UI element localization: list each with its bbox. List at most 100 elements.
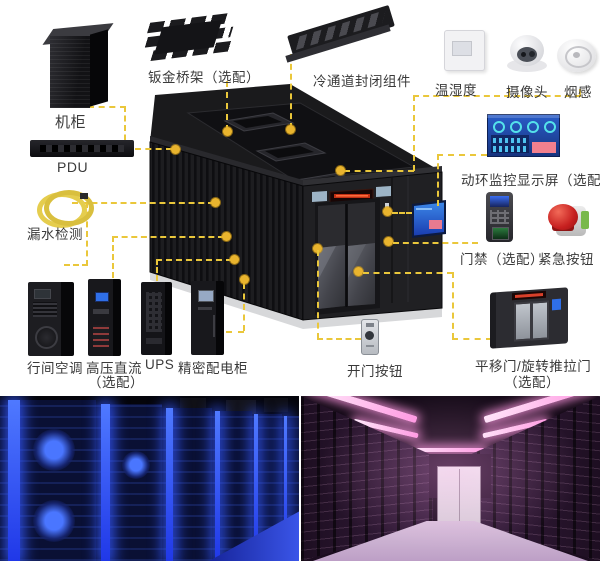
power-distribution-cabinet-icon [191, 281, 224, 355]
label-access-control: 门禁（选配） [460, 252, 544, 267]
callout-dot [286, 125, 295, 134]
dashboard-gauge [527, 121, 539, 133]
camera-face [517, 47, 537, 62]
smoke-detector-icon [557, 39, 596, 72]
rack-side-face [90, 29, 108, 107]
dashboard-bars [493, 146, 527, 152]
smoke-ring [565, 46, 592, 68]
reader-fingerprint-window [492, 227, 509, 240]
door-button-line [366, 345, 374, 347]
ac-grill [33, 302, 57, 317]
door-open-button-icon [361, 319, 379, 355]
sensor-display [452, 41, 472, 56]
callout-dot [211, 198, 220, 207]
pdc-buttons [198, 307, 212, 310]
access-control-reader-icon [486, 192, 513, 242]
pdc-screen [198, 290, 214, 302]
callout-line [437, 154, 487, 156]
callout-line [86, 202, 88, 266]
smoke-center [573, 52, 580, 58]
callout-line [156, 259, 158, 281]
cable-coil-ring [44, 190, 94, 226]
callout-line [392, 212, 412, 214]
front-window-right [376, 186, 391, 197]
door-module-leaf [531, 300, 549, 341]
button-cap [548, 204, 578, 230]
wall-monitor-screen [412, 200, 446, 238]
ac-display [34, 289, 51, 299]
pdc-handle [213, 315, 215, 337]
server-rack [96, 404, 162, 561]
dashboard-gauge [544, 121, 556, 133]
rack-fan-glow [122, 451, 151, 480]
label-ups: UPS [145, 357, 175, 372]
ups-vents [146, 292, 162, 332]
server-rack [0, 400, 96, 561]
callout-dot [240, 275, 249, 284]
rack-led-strip [166, 408, 173, 561]
callout-dot [230, 255, 239, 264]
hvdc-slot [93, 309, 109, 314]
label-camera: 摄像头 [506, 85, 548, 100]
callout-dot [222, 232, 231, 241]
reader-keypad [490, 210, 509, 224]
cable-tip [80, 193, 88, 199]
callout-line [437, 154, 439, 206]
rack-led-strip [215, 411, 221, 561]
camera-lens [529, 51, 535, 57]
photo-purple-lit-aisle [301, 396, 600, 561]
callout-line [452, 338, 492, 340]
label-smoke-sensor: 烟感 [564, 85, 592, 100]
door-seam [459, 469, 460, 527]
door-module-sticker [552, 298, 561, 311]
label-pdu: PDU [57, 159, 89, 175]
callout-dot [171, 145, 180, 154]
hvdc-modules [93, 325, 109, 347]
door-button-slot [366, 323, 374, 327]
label-cable-tray: 钣金桥架（选配） [148, 70, 260, 85]
callout-line [104, 148, 172, 150]
photo-blue-lit-racks [0, 396, 299, 561]
label-cold-aisle: 冷通道封闭组件 [313, 74, 411, 89]
dashboard-header [487, 114, 560, 118]
rack-led-strip [101, 404, 110, 561]
label-sliding-door-optional: （选配） [504, 375, 560, 390]
label-leak-detect: 漏水检测 [27, 227, 83, 242]
callout-line [226, 81, 228, 131]
cold-aisle-panel-icon [285, 4, 398, 64]
callout-line [112, 236, 224, 238]
server-rack [212, 411, 252, 561]
container-double-door [315, 198, 380, 315]
label-sliding-door: 平移门/旋转推拉门 [475, 359, 592, 374]
callout-line [243, 283, 245, 331]
door-module-leaf [514, 301, 532, 342]
callout-dot [384, 237, 393, 246]
ups-cabinet-icon [141, 282, 172, 355]
callout-line [363, 272, 453, 274]
label-power-cabinet: 精密配电柜 [178, 361, 248, 376]
callout-line [72, 202, 214, 204]
callout-line [508, 89, 510, 95]
callout-line [579, 89, 581, 95]
dashboard-bars [493, 138, 527, 143]
pdu-icon [30, 140, 134, 157]
label-row-ac: 行间空调 [27, 361, 83, 376]
monitoring-dashboard-icon [487, 114, 560, 157]
callout-line [290, 54, 292, 129]
row-ac-cabinet-icon [28, 282, 74, 356]
dashboard-gauge [510, 121, 522, 133]
label-emergency-button: 紧急按钮 [538, 252, 594, 267]
dome-camera-icon [507, 35, 547, 72]
emergency-button-icon [542, 203, 589, 239]
dashboard-gauge [493, 121, 505, 133]
callout-dot [223, 127, 232, 136]
label-temp-humidity: 温湿度 [435, 83, 477, 98]
dashboard-alert-panel [532, 142, 556, 153]
server-rack [162, 408, 212, 561]
aisle-end-door [437, 466, 481, 530]
hvdc-screen [95, 292, 109, 302]
rack-led-strip [254, 414, 259, 561]
door-module-sign-text [515, 293, 543, 298]
callout-line [226, 331, 244, 333]
